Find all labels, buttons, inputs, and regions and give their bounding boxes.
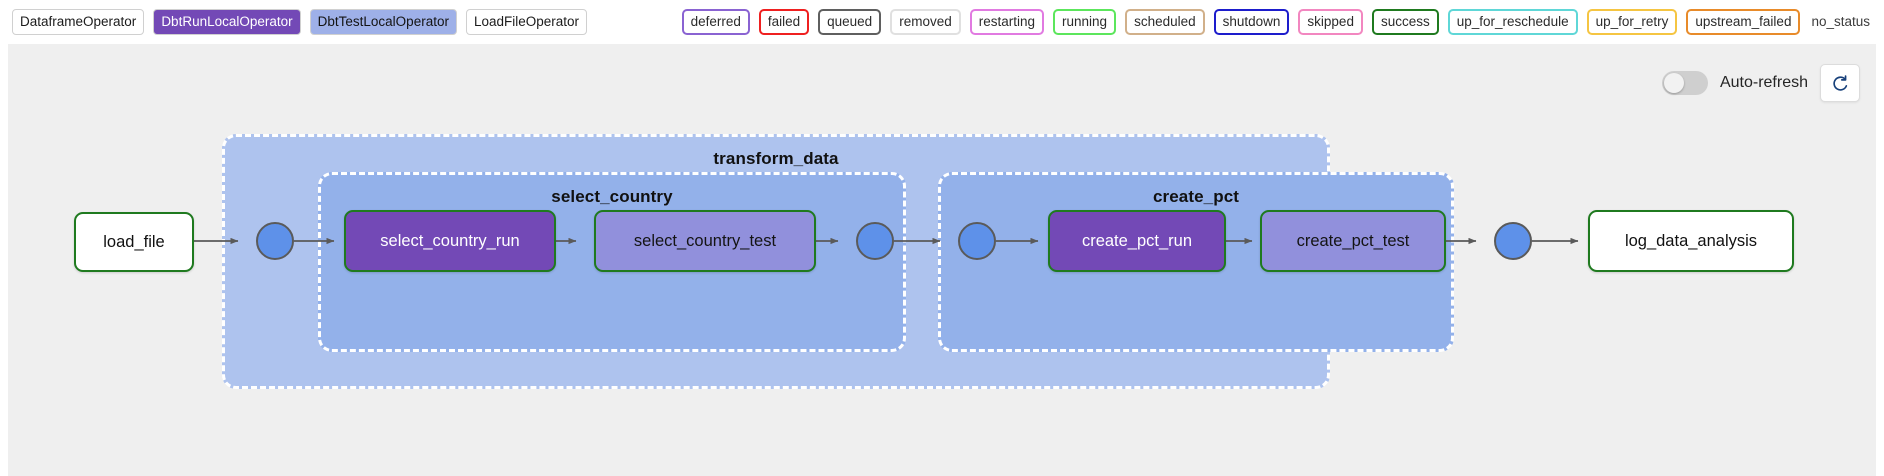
task-node-log-data-analysis-label: log_data_analysis [1624,231,1758,250]
join-node-4[interactable] [1494,222,1532,260]
operator-legend: DataframeOperator DbtRunLocalOperator Db… [12,8,588,36]
task-node-load-file[interactable]: load_file [74,212,194,272]
task-node-log-data-analysis[interactable]: log_data_analysis [1588,210,1794,272]
refresh-icon [1832,74,1847,91]
join-node-2[interactable] [856,222,894,260]
operator-badge-dbtrunlocal[interactable]: DbtRunLocalOperator [153,8,301,36]
task-group-select-country-title: select_country [551,187,673,206]
status-badge-queued[interactable]: queued [818,8,882,36]
status-label-no-status: no_status [1811,13,1870,29]
status-badge-upstream-failed[interactable]: upstream_failed [1686,8,1801,36]
status-legend: deferred failed queued removed restartin… [681,8,1872,36]
task-node-select-country-test[interactable]: select_country_test [594,210,816,272]
task-node-select-country-run[interactable]: select_country_run [344,210,556,272]
status-badge-skipped[interactable]: skipped [1298,8,1363,36]
auto-refresh-label: Auto-refresh [1719,74,1808,91]
status-badge-up-for-reschedule[interactable]: up_for_reschedule [1447,8,1578,36]
task-group-create-pct-title: create_pct [1152,187,1240,206]
operator-badge-dataframe[interactable]: DataframeOperator [12,8,145,36]
status-badge-deferred[interactable]: deferred [681,8,750,36]
join-node-3[interactable] [958,222,996,260]
task-group-transform-data-title: transform_data [713,149,839,168]
refresh-button[interactable] [1820,64,1860,102]
auto-refresh-toggle[interactable] [1661,71,1708,95]
task-node-create-pct-test[interactable]: create_pct_test [1260,210,1446,272]
status-badge-restarting[interactable]: restarting [969,8,1045,36]
status-badge-shutdown[interactable]: shutdown [1213,8,1290,36]
legend-bar: DataframeOperator DbtRunLocalOperator Db… [0,0,1884,44]
task-node-load-file-label: load_file [103,232,165,251]
refresh-controls: Auto-refresh [1661,64,1860,102]
status-badge-failed[interactable]: failed [758,8,810,36]
task-node-create-pct-run-label: create_pct_run [1081,231,1193,250]
join-node-1[interactable] [256,222,294,260]
status-badge-scheduled[interactable]: scheduled [1125,8,1205,36]
status-badge-success[interactable]: success [1371,8,1439,36]
status-badge-running[interactable]: running [1053,8,1117,36]
task-node-create-pct-run[interactable]: create_pct_run [1048,210,1226,272]
status-badge-removed[interactable]: removed [890,8,961,36]
task-node-select-country-run-label: select_country_run [380,231,520,250]
operator-badge-dbttestlocal[interactable]: DbtTestLocalOperator [309,8,457,36]
operator-badge-loadfile[interactable]: LoadFileOperator [465,8,588,36]
dag-graph-canvas[interactable]: Auto-refresh transform_data select_count… [8,44,1876,476]
task-node-select-country-test-label: select_country_test [633,231,777,250]
toggle-knob [1663,73,1684,93]
status-badge-up-for-retry[interactable]: up_for_retry [1586,8,1678,36]
task-node-create-pct-test-label: create_pct_test [1296,231,1410,250]
